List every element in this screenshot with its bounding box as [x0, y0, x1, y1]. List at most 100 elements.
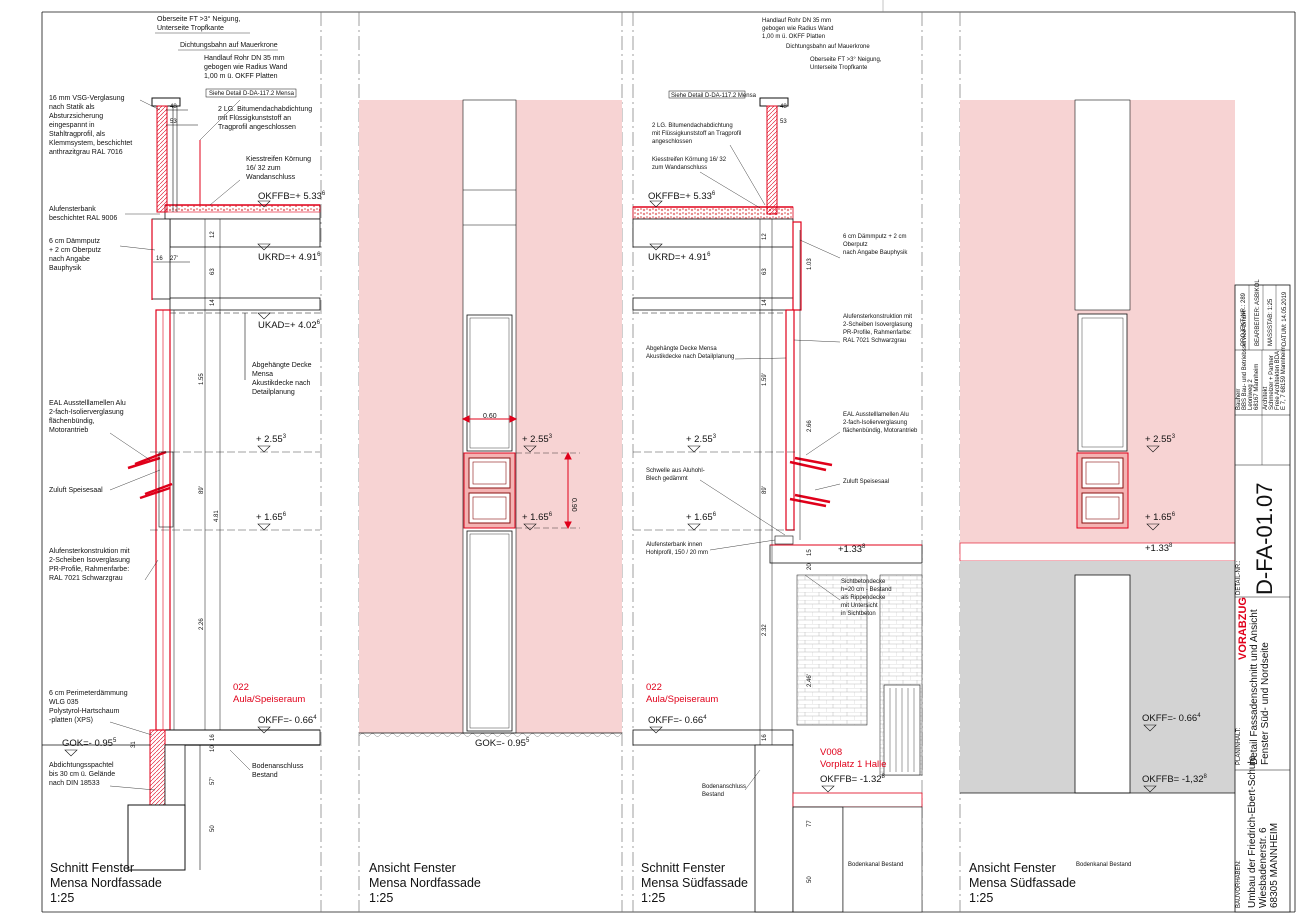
tb-architect-3: E 7, 7 68159 Mannheim: [1281, 346, 1287, 410]
s-note-louvre-2: 2-fach-Isolierverglasung: [843, 420, 907, 426]
s-room2-name: Vorplatz 1 Halle: [820, 759, 887, 770]
note-ceiling-3: Akustikdecke nach: [252, 380, 310, 387]
note-bitumen-1: 2 LG. Bitumendachabdichtung: [218, 106, 312, 113]
s-note-bitumen-3: angeschlossen: [652, 139, 692, 145]
dim-50: 50: [210, 825, 216, 832]
drawing-text: UKRD=+ 4.91: [258, 252, 317, 263]
s-dim-48: 48: [780, 104, 787, 110]
panel3-title-1: Schnitt Fenster: [641, 861, 725, 875]
view-level-165: + 1.656: [522, 512, 553, 523]
s-note-floor-1: Bodenanschluss: [702, 784, 746, 790]
s-dim-12: 12: [762, 233, 768, 240]
s-note-slope-2: Unterseite Tropfkante: [810, 65, 868, 71]
s-note-window-4: RAL 7021 Schwarzgrau: [843, 338, 906, 344]
note-vsg-1: 16 mm VSG-Verglasung: [49, 95, 125, 102]
panel4-title-1: Ansicht Fenster: [969, 861, 1056, 875]
level-gok: GOK=- 0.955: [62, 738, 117, 749]
level-ukad: UKAD=+ 4.026: [258, 320, 321, 331]
note-seal-2: bis 30 cm ü. Gelände: [49, 771, 115, 778]
drawing-text: 8: [1204, 774, 1208, 780]
s-dim-77: 77: [807, 820, 813, 827]
note-sill-1: Alufensterbank: [49, 206, 96, 213]
tb-plan-label: PLANINHALT:: [1236, 727, 1242, 765]
view-level-gok: GOK=- 0.955: [475, 738, 530, 749]
note-plaster-1: 6 cm Dämmputz: [49, 238, 100, 245]
note-vsg-3: Absturzsicherung: [49, 113, 103, 120]
s-note-slab-5: in Sichtbeton: [841, 611, 876, 617]
note-ceiling-1: Abgehängte Decke: [252, 362, 312, 369]
dim-63: 63: [210, 268, 216, 275]
drawing-text: 3: [549, 434, 553, 440]
s-dim-266: 2.66: [807, 420, 813, 432]
s-level-okff: OKFF=- 0.664: [648, 715, 707, 726]
s-note-window-2: 2-Scheiben Isoverglasung: [843, 322, 912, 328]
drawing-text: OKFFB= -1,32: [1142, 774, 1204, 785]
drawing-text: + 1.65: [686, 512, 713, 523]
s-dim-53: 53: [780, 119, 787, 125]
s-dim-20: 20: [807, 563, 813, 570]
drawing-text: 6: [317, 252, 321, 258]
s-note-bitumen-2: mit Flüssigkunststoff an Tragprofil: [652, 131, 741, 137]
note-louvre-4: Motorantrieb: [49, 427, 88, 434]
note-window-1: Alufensterkonstruktion mit: [49, 548, 130, 555]
drawing-text: UKAD=+ 4.02: [258, 320, 317, 331]
panel-titles: Schnitt Fenster Mensa Nordfassade 1:25 A…: [50, 861, 1076, 905]
drawing-text: + 1.65: [1145, 512, 1172, 523]
s-note-gravel-2: zum Wandanschluss: [652, 165, 707, 171]
level-165: + 1.656: [256, 512, 287, 523]
drawing-text: 8: [1169, 543, 1173, 549]
s-note-window-3: PR-Profile, Rahmenfarbe:: [843, 330, 912, 336]
note-floor-2: Bestand: [252, 772, 278, 779]
note-seal-3: nach DIN 18533: [49, 780, 100, 787]
dim-16b: 16: [156, 256, 163, 262]
s-note-handrail-3: 1,00 m ü. OKFF Platten: [762, 34, 825, 40]
note-vsg-6: Klemmsystem, beschichtet: [49, 140, 132, 147]
drawing-text: 8: [862, 544, 866, 550]
drawing-text: 8: [882, 774, 886, 780]
tb-client-1: BBS Bau- und Betriebsservice GmbH: [1242, 310, 1248, 410]
panel4-title-2: Mensa Südfassade: [969, 876, 1076, 890]
dim-89: 89': [199, 486, 205, 494]
dim-14: 14: [210, 299, 216, 306]
north-view-panel: 0.60 0.90 + 2.553 + 1.656 GOK=- 0.955: [359, 99, 622, 749]
note-bitumen-2: mit Flüssigkunststoff an: [218, 115, 291, 122]
s-note-bitumen-1: 2 LG. Bitumendachabdichtung: [652, 123, 733, 129]
s-note-detail-ref: Siehe Detail D-DA-117.2 Mensa: [671, 93, 757, 99]
s-room2-number: V008: [820, 747, 842, 758]
drawing-text: OKFF=- 0.66: [648, 715, 703, 726]
s-note-slab-3: als Rippendecke: [841, 595, 886, 601]
note-window-4: RAL 7021 Schwarzgrau: [49, 575, 123, 582]
note-supply: Zuluft Speisesaal: [49, 487, 103, 494]
s-note-supply: Zuluft Speisesaal: [843, 479, 889, 485]
note-gravel-2: 16/ 32 zum: [246, 165, 281, 172]
view-dim-090: 0.90: [570, 498, 577, 512]
drawing-text: 6: [713, 512, 717, 518]
drawing-text: + 2.55: [256, 434, 283, 445]
s-note-threshold-2: Blech gedämmt: [646, 476, 688, 482]
drawing-text: OKFF=- 0.66: [258, 715, 313, 726]
sv-note-channel: Bodenkanal Bestand: [1076, 862, 1131, 868]
drawing-text: OKFFB=+ 5.33: [258, 191, 322, 202]
s-level-ukrd: UKRD=+ 4.916: [648, 252, 711, 263]
tb-project-label: BAUVORHABEN:: [1236, 860, 1242, 908]
s-note-ceiling-1: Abgehängte Decke Mensa: [646, 346, 717, 352]
dim-53: 53: [170, 119, 177, 125]
level-okffb: OKFFB=+ 5.336: [258, 191, 326, 202]
tb-architect-label: Architekt: [1263, 386, 1269, 410]
panel2-scale: 1:25: [369, 891, 393, 905]
s-dim-14: 14: [762, 299, 768, 306]
note-louvre-3: flächenbündig,: [49, 418, 95, 425]
drawing-text: 6: [317, 320, 321, 326]
dim-31: 31: [131, 741, 137, 748]
drawing-text: +1.33: [838, 544, 862, 555]
south-section-notes: Handlauf Rohr DN 35 mm gebogen wie Radiu…: [646, 18, 918, 868]
note-vsg-5: Stahltragprofil, als: [49, 131, 106, 138]
tb-plan-1: Detail Fassadenschnitt und Ansicht: [1249, 609, 1260, 765]
drawing-text: UKRD=+ 4.91: [648, 252, 707, 263]
dim-48: 48: [170, 104, 177, 110]
tb-architect-2: Freie Architekten BDA: [1275, 351, 1281, 410]
s-level-133: +1.338: [838, 544, 866, 555]
note-detail-ref: Siehe Detail D-DA-117.2 Mensa: [209, 91, 295, 97]
drawing-text: 6: [322, 191, 326, 197]
drawing-text: OKFFB=+ 5.33: [648, 191, 712, 202]
